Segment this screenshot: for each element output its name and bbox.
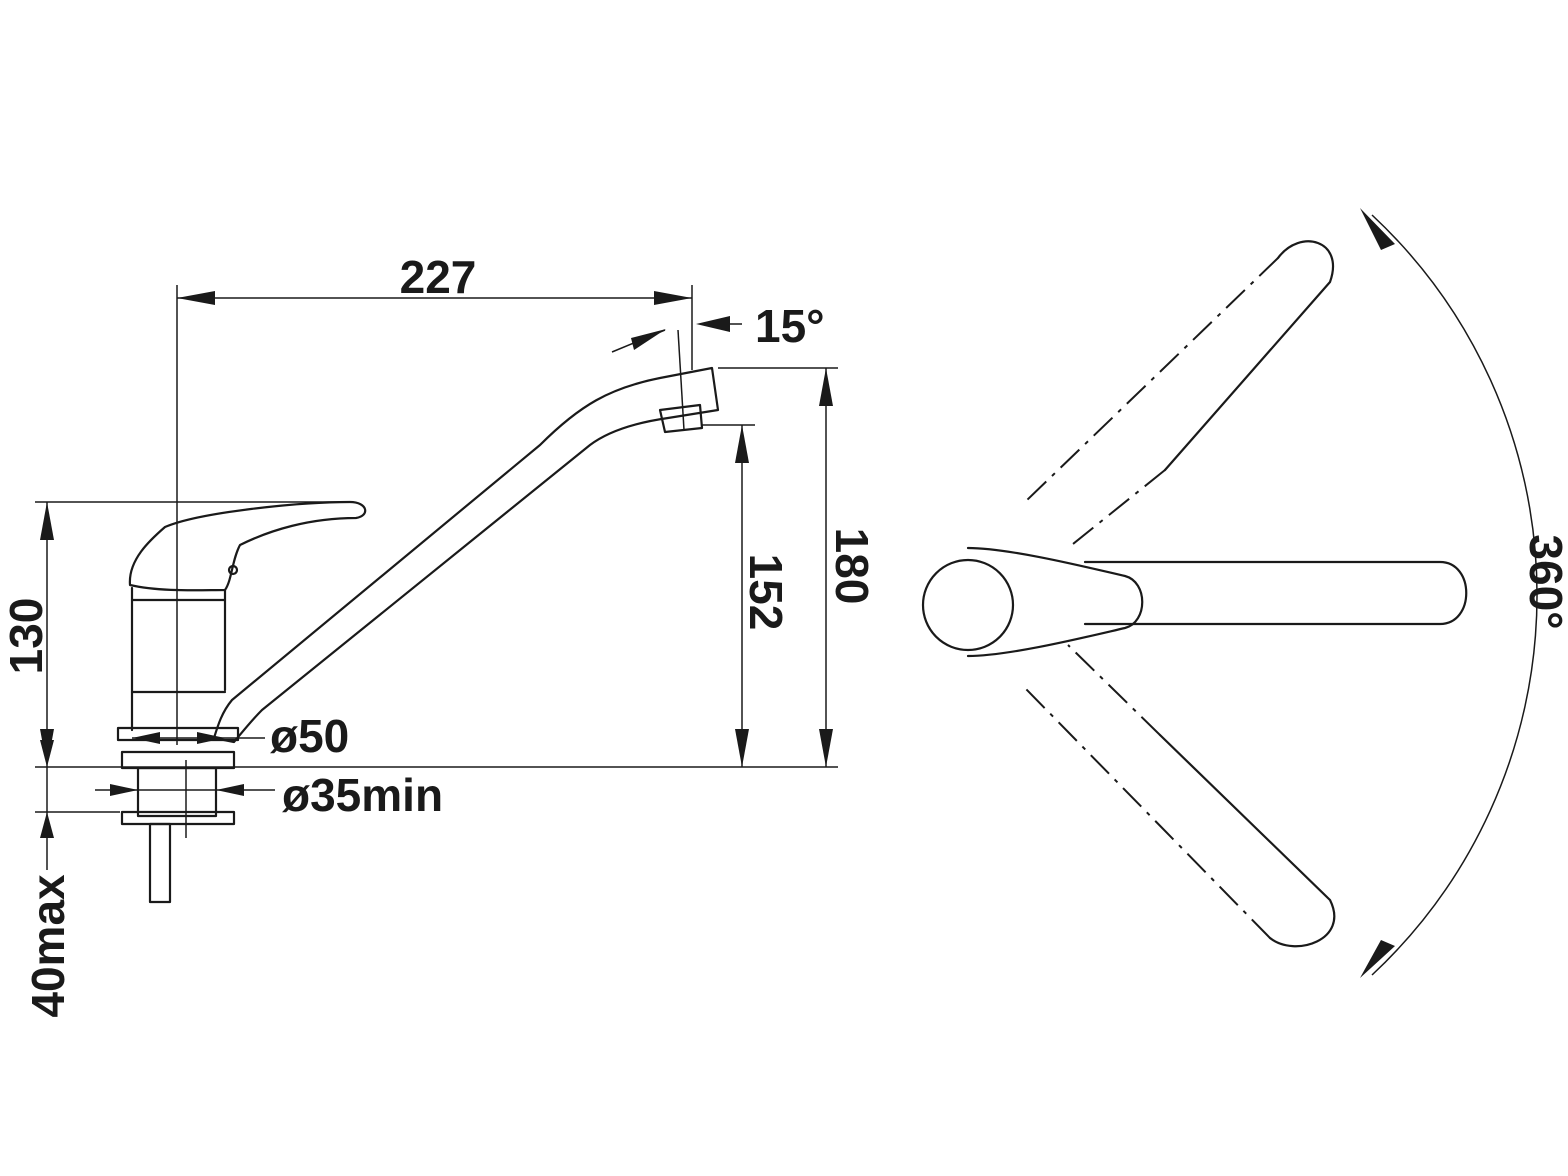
supply-hose <box>148 822 172 904</box>
spout-lower-left-edge <box>1024 687 1271 939</box>
swivel-arrow-top <box>1360 208 1395 250</box>
dim-spout-reach: 227 <box>400 251 477 303</box>
dim-body-diameter: ø50 <box>270 710 349 762</box>
aerator <box>658 403 704 434</box>
dimensions: 227 15° 152 180 130 40max ø50 <box>0 251 878 1018</box>
mixer-body <box>130 586 227 732</box>
dim-counter-thickness: 40max <box>22 874 74 1018</box>
spout-upper-left-edge <box>1024 257 1279 503</box>
handle-screw <box>227 564 239 576</box>
spout-upper-right-edge <box>1067 469 1166 549</box>
side-view <box>35 285 838 904</box>
dim-spout-angle: 15° <box>755 300 825 352</box>
dim-hole-diameter: ø35min <box>282 769 443 821</box>
dim-outlet-height: 152 <box>740 554 792 631</box>
spout <box>212 366 720 744</box>
aerator-axis <box>677 329 685 431</box>
mounting-shank <box>136 766 218 818</box>
swivel-arc <box>1371 214 1538 976</box>
dim-swivel-range: 360° <box>1520 534 1568 629</box>
top-view: 360° <box>921 208 1568 978</box>
body-top-circle <box>921 558 1015 652</box>
lever-top <box>966 546 1144 658</box>
spout-top-lower <box>1158 733 1336 948</box>
swivel-arrow-bottom <box>1360 940 1395 978</box>
counter-top-washer <box>120 750 236 770</box>
base-rosette <box>116 726 240 742</box>
lever-handle <box>128 500 367 592</box>
spout-top-center <box>1083 560 1468 626</box>
spout-top-upper <box>1163 240 1334 472</box>
dim-total-height: 180 <box>826 528 878 605</box>
mounting-nut <box>120 810 236 826</box>
dim-body-height: 130 <box>0 598 52 675</box>
spout-lower-right-edge <box>1067 644 1161 736</box>
